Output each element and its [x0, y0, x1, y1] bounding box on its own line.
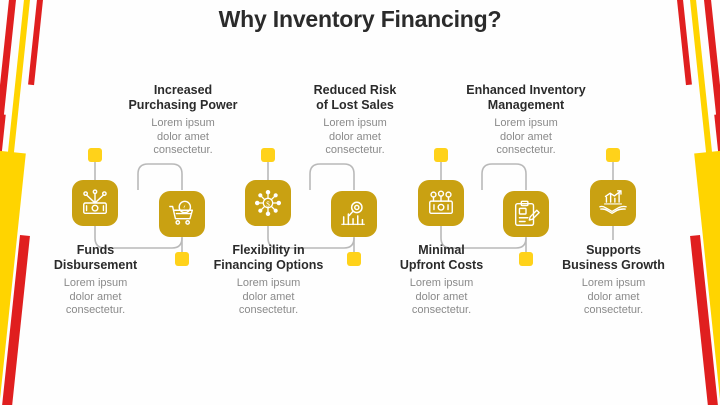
node-body-line2-5: dolor amet [415, 290, 468, 303]
node-label-2: Increased Purchasing Power Lorem ipsum d… [112, 83, 254, 158]
node-title-line2-2: Purchasing Power [128, 97, 238, 112]
node-marker-dot-2 [175, 252, 189, 266]
node-body-line3-4: consectetur. [325, 144, 385, 156]
dollar-network-hub-icon[interactable]: $ [245, 180, 291, 226]
node-marker-dot-6 [519, 252, 533, 266]
node-title-line2-1: Disbursement [53, 257, 138, 272]
node-body-line3-5: consectetur. [411, 304, 472, 316]
node-body-line2-7: dolor amet [587, 290, 640, 303]
node-body-line3-7: consectetur. [583, 304, 644, 316]
node-body-line3-3: consectetur. [238, 304, 299, 316]
bar-chart-magnifier-icon[interactable] [331, 191, 377, 237]
page-title: Why Inventory Financing? [218, 6, 502, 32]
node-body-line1-2: Lorem ipsum [151, 117, 215, 129]
node-title-line1-4: Reduced Risk [313, 83, 397, 97]
node-title-line1-7: Supports [586, 243, 641, 257]
node-label-5: Minimal Upfront Costs Lorem ipsum dolor … [369, 243, 514, 318]
node-label-6: Enhanced Inventory Management Lorem ipsu… [453, 83, 599, 158]
node-title-line1-6: Enhanced Inventory [466, 83, 586, 97]
shopping-cart-bolt-icon[interactable] [159, 191, 205, 237]
node-body-line1-3: Lorem ipsum [236, 277, 301, 289]
node-title-line1-1: Funds [76, 243, 115, 257]
node-title-line2-4: of Lost Sales [316, 97, 394, 112]
node-marker-dot-3 [261, 148, 275, 162]
node-title-line2-5: Upfront Costs [399, 257, 484, 272]
node-title-line2-3: Financing Options [213, 257, 324, 272]
node-body-line2-6: dolor amet [500, 130, 552, 143]
banknote-coins-icon[interactable] [418, 180, 464, 226]
node-body-line2-2: dolor amet [157, 130, 209, 143]
node-label-4: Reduced Risk of Lost Sales Lorem ipsum d… [284, 83, 426, 158]
hands-growth-chart-icon[interactable] [590, 180, 636, 226]
node-body-line2-4: dolor amet [329, 130, 381, 143]
node-title-line1-5: Minimal [418, 243, 465, 257]
node-label-7: Supports Business Growth Lorem ipsum dol… [541, 243, 686, 318]
node-body-line1-5: Lorem ipsum [409, 277, 474, 289]
node-body-line1-1: Lorem ipsum [63, 277, 128, 289]
node-marker-dot-7 [606, 148, 620, 162]
node-title-line2-7: Business Growth [562, 257, 665, 272]
node-label-1: Funds Disbursement Lorem ipsum dolor ame… [23, 243, 168, 318]
svg-text:$: $ [266, 199, 270, 208]
node-marker-dot-1 [88, 148, 102, 162]
node-body-line2-1: dolor amet [69, 290, 122, 303]
node-title-line2-6: Management [487, 97, 565, 112]
node-title-line1-2: Increased [153, 83, 213, 97]
node-body-line1-4: Lorem ipsum [323, 117, 387, 129]
node-marker-dot-4 [347, 252, 361, 266]
node-title-line1-3: Flexibility in [232, 243, 305, 257]
banknote-disbursement-icon[interactable] [72, 180, 118, 226]
node-body-line3-2: consectetur. [153, 144, 213, 156]
node-body-line2-3: dolor amet [242, 290, 295, 303]
node-body-line3-6: consectetur. [496, 144, 556, 156]
node-body-line1-6: Lorem ipsum [494, 117, 558, 129]
clipboard-pencil-icon[interactable] [503, 191, 549, 237]
node-label-3: Flexibility in Financing Options Lorem i… [196, 243, 341, 318]
node-body-line3-1: consectetur. [65, 304, 126, 316]
node-body-line1-7: Lorem ipsum [581, 277, 646, 289]
node-marker-dot-5 [434, 148, 448, 162]
